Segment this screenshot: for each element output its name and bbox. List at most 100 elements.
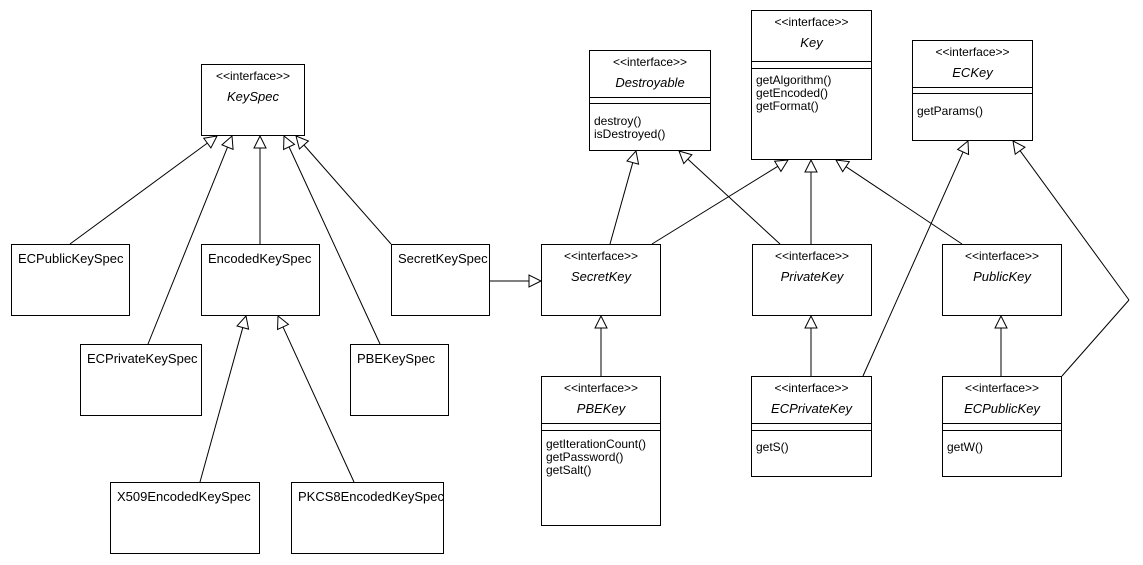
method-list: destroy() isDestroyed() [594,115,665,141]
separator [590,103,710,104]
stereotype-label: <<interface>> [563,249,639,263]
separator [590,97,710,98]
method-item: getSalt() [546,463,592,477]
method-list: getAlgorithm() getEncoded() getFormat() [756,74,831,113]
class-name: ECPrivateKeySpec [87,351,198,366]
stereotype-label: <<interface>> [612,55,688,69]
class-name: EncodedKeySpec [208,251,312,266]
class-pbekeyspec[interactable]: PBEKeySpec [350,344,449,416]
class-name: ECPublicKeySpec [18,251,124,266]
arrowhead-privatekey-to-key [804,158,818,173]
interface-publickey[interactable]: <<interface>> PublicKey [942,244,1062,316]
class-name: PKCS8EncodedKeySpec [298,489,444,504]
method-item: getAlgorithm() [756,73,832,87]
method-item: getEncoded() [756,86,829,100]
separator [943,430,1061,431]
separator [542,423,660,424]
class-x509encodedkeyspec[interactable]: X509EncodedKeySpec [110,482,260,554]
interface-pbekey[interactable]: <<interface>> PBEKey getIterationCount()… [541,376,661,526]
edge-line-x509-to-encodedkeyspec [199,327,244,483]
interface-secretkey[interactable]: <<interface>> SecretKey [541,244,661,316]
interface-name: KeySpec [226,89,280,104]
stereotype-label: <<interface>> [964,381,1040,395]
separator [752,423,871,424]
interface-name: ECPrivateKey [771,401,852,416]
arrowhead-ecpublickeyspec-to-keyspec [202,135,218,149]
edge-line-pbekeyspec-to-keyspec [288,146,381,345]
method-item: getPassword() [546,450,624,464]
separator [752,61,871,62]
class-name: SecretKeySpec [398,251,488,266]
interface-name: SecretKey [571,269,631,284]
class-pkcs8encodedkeyspec[interactable]: PKCS8EncodedKeySpec [291,482,444,554]
separator [752,430,871,431]
separator [913,87,1032,88]
stereotype-label: <<interface>> [215,69,291,83]
interface-name: Destroyable [615,75,685,90]
class-name: PBEKeySpec [357,351,436,366]
arrowhead-publickey-to-key [835,159,851,173]
class-encodedkeyspec[interactable]: EncodedKeySpec [201,244,320,316]
method-list: getS() [756,441,789,454]
class-secretkeyspec[interactable]: SecretKeySpec [391,244,490,316]
edge-line-secretkey-to-destroyable [609,162,634,245]
method-item: getS() [756,440,789,454]
method-item: getIterationCount() [546,437,647,451]
arrowhead-secretkey-to-destroyable [626,149,640,165]
arrowhead-ecpublickey-to-publickey [994,314,1008,329]
interface-eckey[interactable]: <<interface>> ECKey getParams() [912,40,1033,141]
interface-name: PBEKey [576,401,626,416]
method-item: getFormat() [756,99,819,113]
edge-line-pkcs8-to-encodedkeyspec [282,326,355,483]
arrowhead-ecprivatekeyspec-to-keyspec [221,134,234,151]
arrowhead-secretkeyspec-to-keyspec [295,135,310,150]
interface-name: ECKey [952,65,993,80]
interface-destroyable[interactable]: <<interface>> Destroyable destroy() isDe… [589,50,711,151]
stereotype-label: <<interface>> [935,45,1010,59]
stereotype-label: <<interface>> [964,249,1040,263]
method-list: getIterationCount() getPassword() getSal… [546,438,646,477]
arrowhead-encodedkeyspec-to-keyspec [253,134,267,149]
edge-line-ecpublickey-to-eckey [1019,150,1130,301]
arrowhead-pkcs8-to-encodedkeyspec [277,314,290,331]
interface-ecpublickey[interactable]: <<interface>> ECPublicKey getW() [942,376,1062,477]
interface-name: PrivateKey [780,269,844,284]
stereotype-label: <<interface>> [774,249,850,263]
arrowhead-ecprivatekey-to-privatekey [804,314,818,329]
separator [542,430,660,431]
interface-keyspec[interactable]: <<interface>> KeySpec [201,64,305,136]
stereotype-label: <<interface>> [774,15,849,29]
edge-line-privatekey-to-destroyable [687,158,781,245]
method-item: getParams() [917,104,984,118]
separator [913,93,1032,94]
edge-line-ecpublickey-to-eckey-seg1 [1061,299,1130,377]
arrowhead-ecpublickey-to-eckey [1012,140,1026,156]
class-ecprivatekeyspec[interactable]: ECPrivateKeySpec [80,344,202,416]
arrowhead-secretkeyspec-to-secretkey [528,274,543,288]
method-item: destroy() [594,114,642,128]
class-name: X509EncodedKeySpec [117,489,251,504]
method-item: isDestroyed() [594,127,666,141]
arrowhead-secretkey-to-key [773,159,789,173]
arrowhead-ecprivatekey-to-eckey [956,139,970,156]
separator [943,423,1061,424]
interface-name: ECPublicKey [964,401,1040,416]
edge-line-ecpublickeyspec-to-keyspec [69,142,208,245]
interface-key[interactable]: <<interface>> Key getAlgorithm() getEnco… [751,10,872,160]
arrowhead-x509-to-encodedkeyspec [236,314,250,330]
separator [752,68,871,69]
method-item: getW() [947,440,983,454]
interface-name: Key [800,35,823,50]
edge-line-secretkeyspec-to-keyspec [303,144,392,245]
arrowhead-privatekey-to-destroyable [678,150,693,165]
method-list: getW() [947,441,983,454]
class-ecpublickeyspec[interactable]: ECPublicKeySpec [11,244,130,316]
edge-line-publickey-to-key [845,166,963,245]
interface-privatekey[interactable]: <<interface>> PrivateKey [752,244,872,316]
interface-ecprivatekey[interactable]: <<interface>> ECPrivateKey getS() [751,376,872,477]
edge-line-ecprivatekeyspec-to-keyspec [147,146,228,345]
stereotype-label: <<interface>> [563,381,639,395]
interface-name: PublicKey [973,269,1031,284]
method-list: getParams() [917,105,983,118]
